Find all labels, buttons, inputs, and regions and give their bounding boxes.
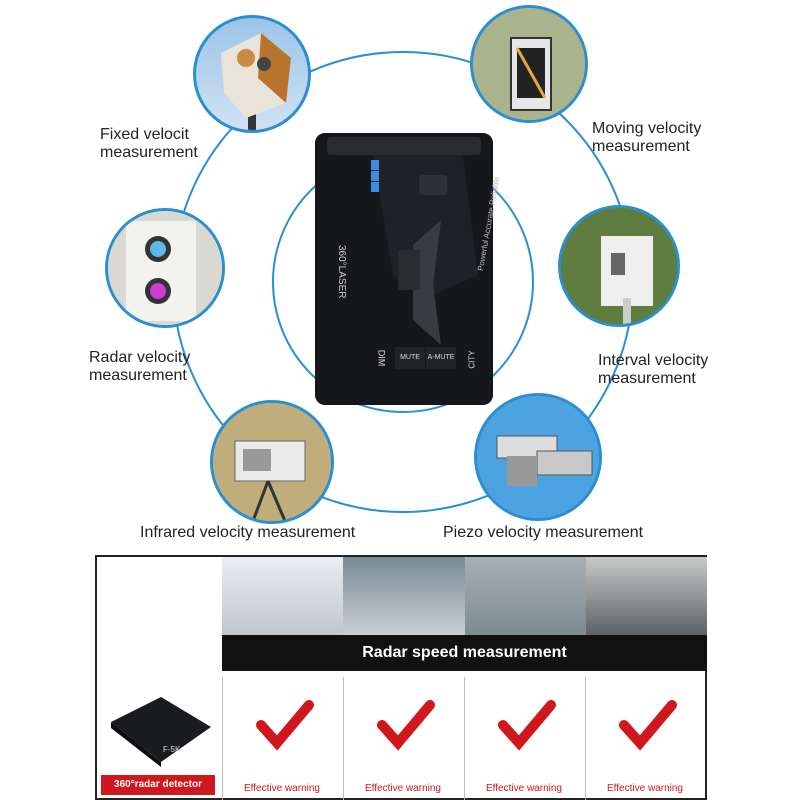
photo-tripod-radar: [343, 557, 465, 635]
photo-fixed-camera: [222, 557, 344, 635]
moving-label-line1: Moving velocity: [592, 120, 702, 137]
infrared-velocity-label: Infrared velocity measurement: [140, 524, 356, 541]
radar-detector-device: 360°LASER Powerful Accurate Reliable DIM…: [313, 125, 501, 407]
dim-button[interactable]: DIM: [376, 349, 387, 367]
laser-text: 360°LASER: [336, 245, 347, 299]
interval-velocity-label: Interval velocity measurement: [598, 352, 708, 388]
radar-velocity-label: Radar velocity measurement: [89, 349, 190, 385]
moving-label-line2: measurement: [592, 138, 690, 155]
warning-label-2: Effective warning: [365, 783, 441, 794]
interval-label-line1: Interval velocity: [598, 352, 709, 369]
radar-label-line1: Radar velocity: [89, 349, 191, 366]
comparison-table: Radar speed measurement F-5K 360°radar d…: [95, 555, 707, 800]
product-image: F-5K: [101, 682, 215, 767]
moving-velocity-label: Moving velocity measurement: [592, 120, 701, 156]
check-icon: [619, 700, 677, 751]
product-mark: F-5K: [163, 745, 181, 754]
interval-label-line2: measurement: [598, 370, 696, 387]
radar-speed-banner: Radar speed measurement: [222, 635, 707, 671]
a-mute-button[interactable]: A-MUTE: [426, 347, 456, 369]
radar-camera-image: [105, 208, 225, 328]
product-badge: 360°radar detector: [101, 775, 215, 795]
fixed-label-line1: Fixed velocit: [100, 126, 189, 143]
mute-button[interactable]: MUTE: [395, 347, 425, 369]
photo-van: [464, 557, 586, 635]
infrared-camera-image: [210, 400, 334, 524]
moving-camera-image: [470, 5, 588, 123]
city-button[interactable]: CITY: [467, 350, 477, 369]
fixed-camera-image: [193, 15, 311, 133]
check-cell-4: Effective warning: [585, 677, 704, 800]
fixed-velocity-label: Fixed velocit measurement: [100, 126, 198, 162]
check-cell-3: Effective warning: [464, 677, 583, 800]
fixed-label-line2: measurement: [100, 144, 198, 161]
interval-camera-image: [558, 205, 680, 327]
piezo-velocity-label: Piezo velocity measurement: [443, 524, 644, 541]
check-cell-2: Effective warning: [343, 677, 462, 800]
check-cell-1: Effective warning: [222, 677, 341, 800]
radar-label-line2: measurement: [89, 367, 187, 384]
warning-label-4: Effective warning: [607, 783, 683, 794]
photo-strip: [222, 557, 707, 635]
device-body: [315, 133, 493, 405]
check-icon: [377, 700, 435, 751]
warning-label-1: Effective warning: [244, 783, 320, 794]
warning-label-3: Effective warning: [486, 783, 562, 794]
check-icon: [256, 700, 314, 751]
photo-police-radar: [585, 557, 707, 635]
check-icon: [498, 700, 556, 751]
piezo-camera-image: [474, 393, 602, 521]
